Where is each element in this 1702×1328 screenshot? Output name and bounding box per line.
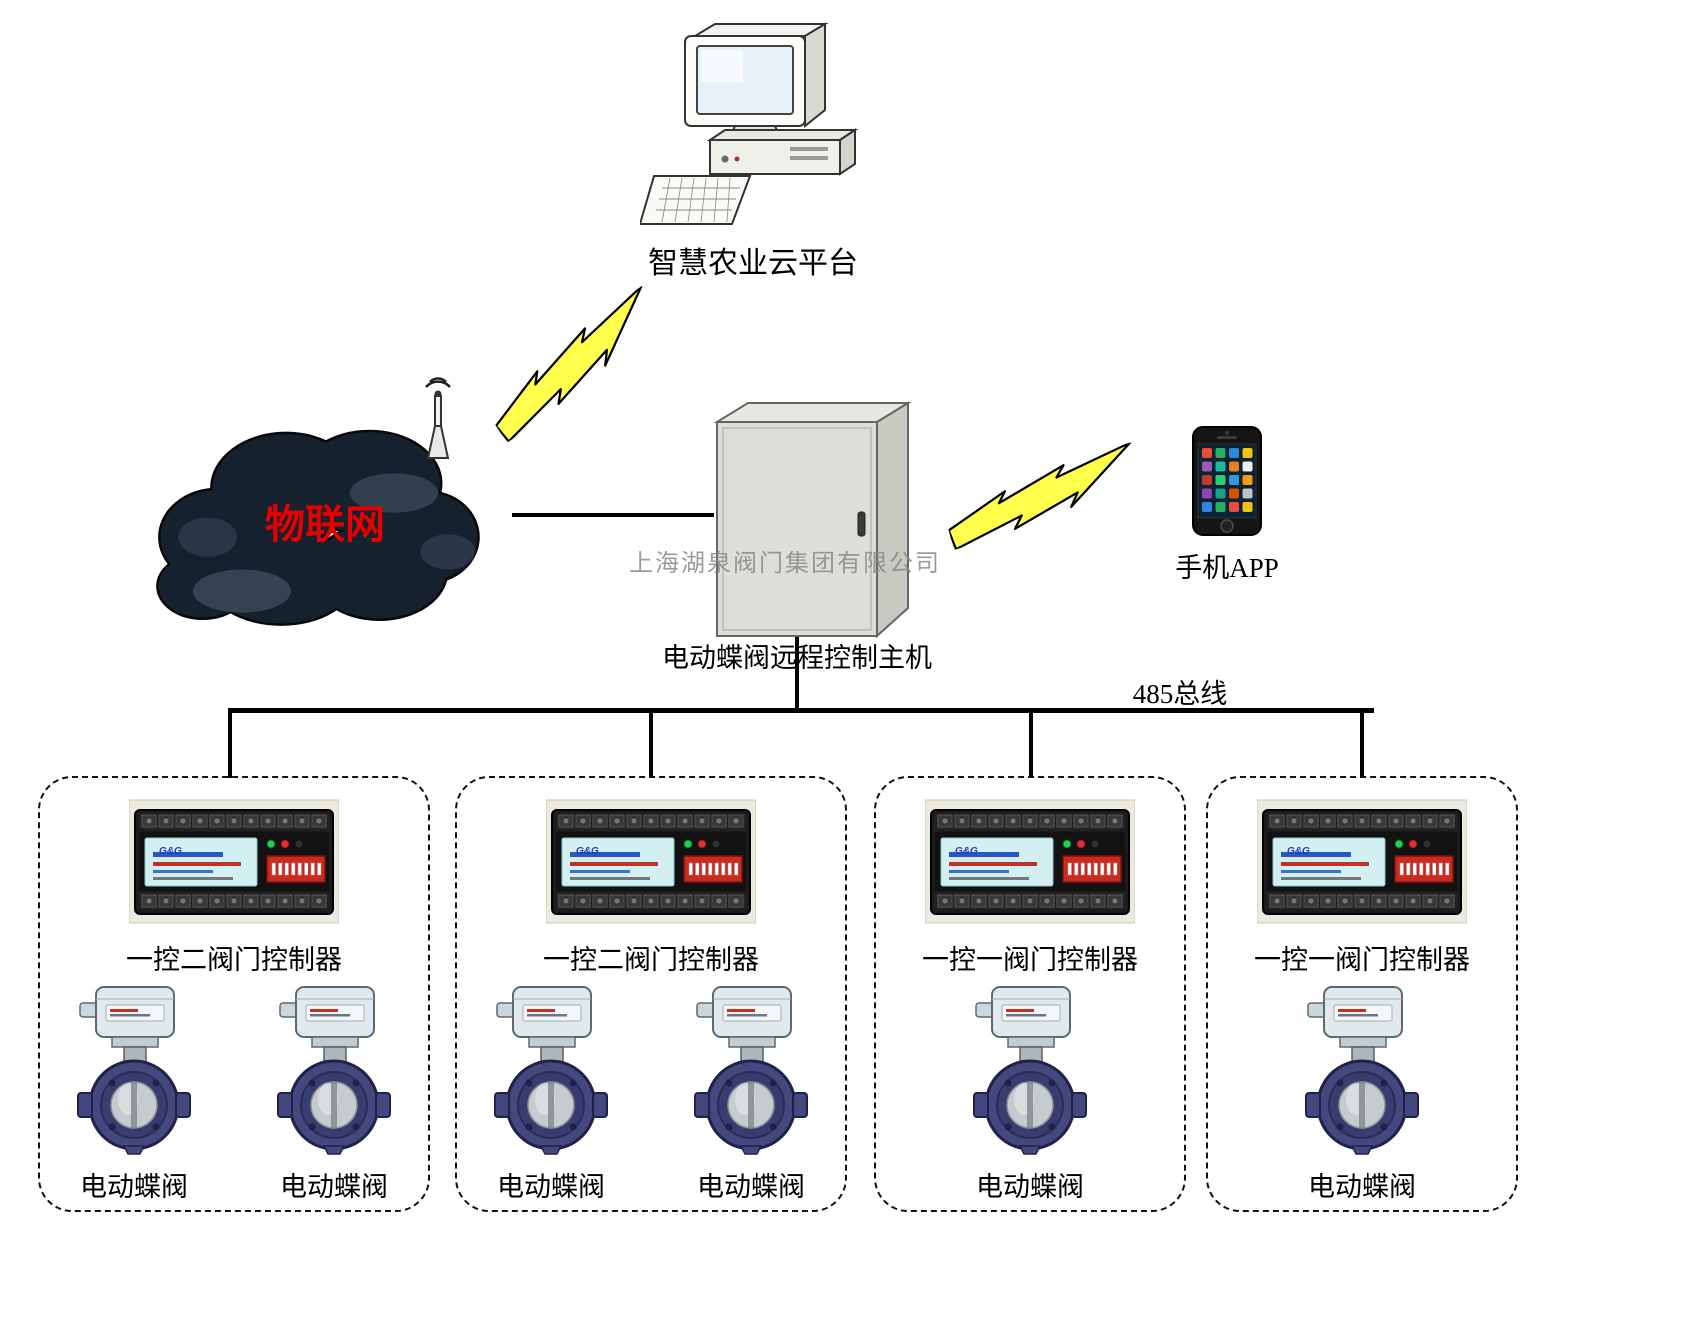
controller-icon xyxy=(129,794,339,929)
controller-logo: G&G xyxy=(955,846,978,857)
valve-unit: 电动蝶阀 xyxy=(491,985,611,1204)
butterfly-valve-icon xyxy=(274,985,394,1155)
line-cloud-to-host xyxy=(512,513,714,517)
phone-icon xyxy=(1192,426,1262,536)
valve-group-3: G&G 一控一阀门控制器 电动蝶阀 xyxy=(874,776,1186,1212)
controller-icon xyxy=(546,794,756,929)
controller-logo: G&G xyxy=(159,846,182,857)
valve-unit: 电动蝶阀 xyxy=(274,985,394,1204)
valve-group-1: G&G 一控二阀门控制器 电动蝶阀 电动蝶阀 xyxy=(38,776,430,1212)
lightning-bolt-right-icon xyxy=(939,442,1147,550)
line-host-to-bus xyxy=(795,632,799,712)
valve-unit: 电动蝶阀 xyxy=(74,985,194,1204)
valves-row: 电动蝶阀 xyxy=(876,985,1184,1204)
valve-label: 电动蝶阀 xyxy=(697,1172,805,1202)
valve-label: 电动蝶阀 xyxy=(280,1172,388,1202)
iot-label: 物联网 xyxy=(265,502,385,547)
valve-label: 电动蝶阀 xyxy=(497,1172,605,1202)
cloud-platform-label: 智慧农业云平台 xyxy=(648,247,858,280)
controller-2: G&G xyxy=(546,794,756,934)
butterfly-valve-icon xyxy=(74,985,194,1155)
valve-label: 电动蝶阀 xyxy=(80,1172,188,1202)
phone-app-label: 手机APP xyxy=(1175,553,1279,583)
valve-unit: 电动蝶阀 xyxy=(691,985,811,1204)
controller-icon xyxy=(925,794,1135,929)
butterfly-valve-icon xyxy=(691,985,811,1155)
drop-line-group-3 xyxy=(1029,708,1033,778)
antenna-icon xyxy=(408,368,468,468)
valves-row: 电动蝶阀 电动蝶阀 xyxy=(40,985,428,1204)
valve-unit: 电动蝶阀 xyxy=(970,985,1090,1204)
drop-line-group-4 xyxy=(1360,708,1364,778)
controller-3: G&G xyxy=(925,794,1135,934)
drop-line-group-1 xyxy=(228,708,232,778)
cloud-platform-computer-icon xyxy=(640,18,870,233)
control-cabinet-icon xyxy=(712,400,912,640)
controller-label: 一控二阀门控制器 xyxy=(126,945,342,975)
valve-label: 电动蝶阀 xyxy=(1308,1172,1416,1202)
butterfly-valve-icon xyxy=(491,985,611,1155)
valves-row: 电动蝶阀 电动蝶阀 xyxy=(457,985,845,1204)
valve-group-2: G&G 一控二阀门控制器 电动蝶阀 电动蝶阀 xyxy=(455,776,847,1212)
controller-4: G&G xyxy=(1257,794,1467,934)
butterfly-valve-icon xyxy=(970,985,1090,1155)
butterfly-valve-icon xyxy=(1302,985,1422,1155)
bus-line-485 xyxy=(230,708,1374,713)
controller-logo: G&G xyxy=(1287,846,1310,857)
controller-label: 一控二阀门控制器 xyxy=(543,945,759,975)
drop-line-group-2 xyxy=(649,708,653,778)
lightning-bolt-up-icon xyxy=(475,285,674,443)
valves-row: 电动蝶阀 xyxy=(1208,985,1516,1204)
valve-label: 电动蝶阀 xyxy=(976,1172,1084,1202)
bus-label: 485总线 xyxy=(1132,679,1228,709)
controller-label: 一控一阀门控制器 xyxy=(1254,945,1470,975)
controller-label: 一控一阀门控制器 xyxy=(922,945,1138,975)
watermark-text: 上海湖泉阀门集团有限公司 xyxy=(629,551,941,577)
valve-unit: 电动蝶阀 xyxy=(1302,985,1422,1204)
controller-icon xyxy=(1257,794,1467,929)
host-label: 电动蝶阀远程控制主机 xyxy=(662,643,932,673)
valve-group-4: G&G 一控一阀门控制器 电动蝶阀 xyxy=(1206,776,1518,1212)
controller-1: G&G xyxy=(129,794,339,934)
controller-logo: G&G xyxy=(576,846,599,857)
